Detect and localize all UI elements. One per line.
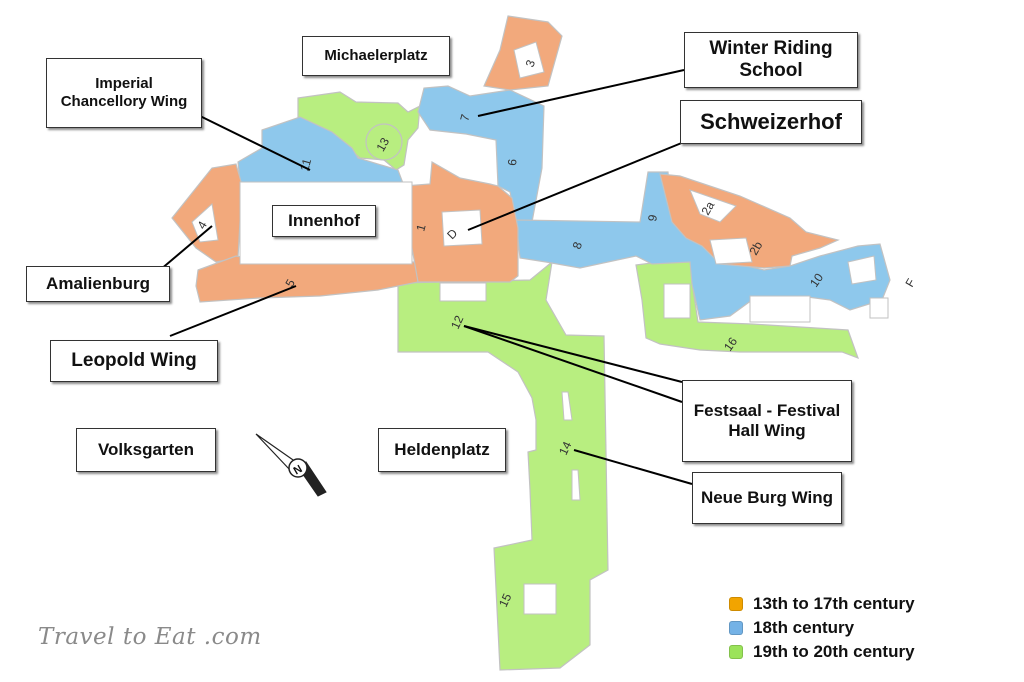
label-neue-burg-wing: Neue Burg Wing — [692, 472, 842, 524]
number-1: 1 — [413, 222, 428, 232]
leader-festsaal-1 — [463, 325, 683, 383]
neue-burg — [397, 260, 609, 671]
courtyard-3 — [513, 41, 545, 79]
courtyard-4 — [191, 203, 219, 243]
number-7: 7 — [457, 112, 472, 122]
number-2a: 2a — [698, 199, 717, 218]
label-festsaal-festival-hall-wing: Festsaal - Festival Hall Wing — [682, 380, 852, 462]
number-3: 3 — [523, 58, 539, 69]
leader-leopold-wing — [169, 285, 297, 337]
number-9: 9 — [645, 213, 660, 222]
courtyard-2b — [709, 237, 753, 265]
legend-row-13-17: 13th to 17th century — [729, 592, 915, 616]
legend-label: 18th century — [753, 618, 855, 637]
courtyard-16c — [869, 297, 889, 319]
neue-burg-slot-1 — [561, 391, 573, 421]
neue-burg-court-top — [439, 282, 487, 302]
leader-imperial-chancellory — [199, 115, 311, 171]
legend-label: 19th to 20th century — [753, 642, 915, 661]
leader-amalienburg — [159, 225, 213, 271]
leader-festsaal-2 — [463, 325, 683, 403]
label-michaelerplatz: Michaelerplatz — [302, 36, 450, 76]
leader-neue-burg — [573, 449, 693, 485]
number-14: 14 — [556, 439, 574, 457]
neue-burg-slot-2 — [571, 469, 581, 501]
watermark-logo: Travel to Eat .com — [38, 624, 262, 650]
leader-schweizerhof — [467, 141, 685, 231]
number-2b: 2b — [746, 239, 765, 258]
courtyard-16a — [663, 283, 691, 319]
label-innenhof: Innenhof — [272, 205, 376, 237]
number-12: 12 — [448, 313, 466, 331]
number-13: 13 — [373, 135, 392, 154]
legend-swatch — [729, 645, 743, 659]
courtyard-15 — [523, 583, 557, 615]
number-8: 8 — [570, 240, 586, 251]
leader-winter-riding-school — [477, 69, 685, 117]
building-13-rotunda — [365, 123, 403, 161]
label-amalienburg: Amalienburg — [26, 266, 170, 302]
legend-swatch — [729, 621, 743, 635]
legend-label: 13th to 17th century — [753, 594, 915, 613]
number-11: 11 — [297, 157, 314, 173]
compass-needle-icon: N — [255, 433, 327, 497]
courtyard-d — [441, 209, 483, 247]
legend-row-18: 18th century — [729, 616, 915, 640]
label-winter-riding-school: Winter Riding School — [684, 32, 858, 88]
label-schweizerhof: Schweizerhof — [680, 100, 862, 144]
legend-swatch — [729, 597, 743, 611]
building-11-chancellory — [237, 116, 405, 187]
label-heldenplatz: Heldenplatz — [378, 428, 506, 472]
label-leopold-wing: Leopold Wing — [50, 340, 218, 382]
map-legend: 13th to 17th century 18th century 19th t… — [729, 592, 915, 664]
courtyards — [191, 41, 889, 615]
courtyard-16b — [749, 295, 811, 323]
number-15: 15 — [496, 591, 514, 609]
legend-row-19-20: 19th to 20th century — [729, 640, 915, 664]
number-6: 6 — [505, 158, 520, 166]
courtyard-10 — [847, 255, 877, 285]
courtyard-2a — [689, 189, 737, 223]
label-volksgarten: Volksgarten — [76, 428, 216, 472]
label-imperial-chancellory-wing: Imperial Chancellory Wing — [46, 58, 202, 128]
leader-lines — [159, 69, 693, 485]
letter-f: F — [902, 276, 918, 289]
